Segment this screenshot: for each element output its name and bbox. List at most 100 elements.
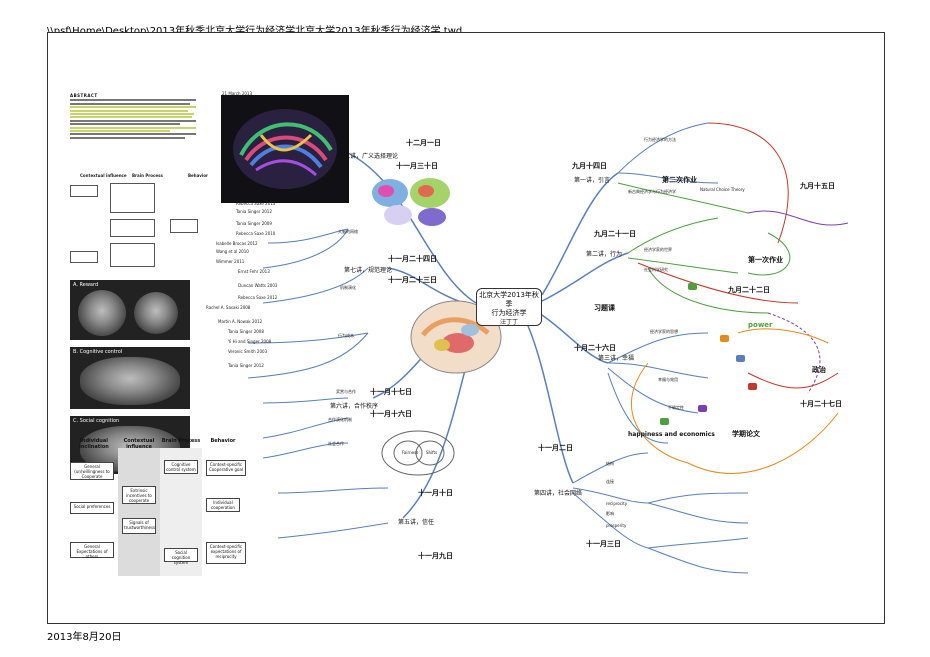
date-oct-27: 十月二十七日 xyxy=(800,400,842,408)
panel-reward: A. Reward xyxy=(70,280,190,340)
note-reciprocity: reciprocity xyxy=(606,501,628,506)
topic-lecture1[interactable]: 第一讲，引言 xyxy=(574,177,611,184)
photo-caption: 21 March 2013 xyxy=(222,91,253,96)
panel-cognitive-control: B. Cognitive control xyxy=(70,347,190,409)
diagram-a-col-behavior: Behavior xyxy=(188,173,209,178)
diagram-a-box xyxy=(110,243,155,267)
topic-review[interactable]: 习题课 xyxy=(594,304,615,312)
date-dec-1: 十二月一日 xyxy=(406,139,441,147)
date-nov-17: 十一月十七日 xyxy=(370,388,412,396)
bd-col-contextual: Contextual influence xyxy=(123,438,155,450)
date-sep-22: 九月二十二日 xyxy=(728,286,770,294)
topic-power[interactable]: power xyxy=(748,321,773,329)
central-topic[interactable]: 北京大学2013年秋季 行为经济学 汪丁丁 xyxy=(476,288,542,326)
note-economists-world: 经济学家的世界 xyxy=(644,247,672,252)
note-social-science: 社会科学研究 xyxy=(644,267,668,272)
paper-abstract-excerpt: ABSTRACT xyxy=(70,93,196,181)
note-saxe-2012: Rebecca Saxe 2012 xyxy=(238,295,278,300)
branch-lecture3 xyxy=(541,314,609,364)
brain-atlas-figure xyxy=(368,173,458,228)
note-hi-singer-2008: Yi Hi and Singer 2008 xyxy=(228,339,272,344)
topic-lecture2[interactable]: 第二讲，行为 xyxy=(586,251,623,258)
bd-box-cognitive-control: Cognitive control system xyxy=(164,460,198,474)
date-sep-14: 九月十四日 xyxy=(572,162,607,170)
people-icon xyxy=(720,335,729,342)
topic-lecture3[interactable]: 第三讲，幸福 xyxy=(598,355,635,362)
topic-lecture4b[interactable]: 第四讲，社会网络 xyxy=(534,490,583,497)
leaf-icon xyxy=(660,418,669,425)
bd-col-individual: Individual inclination xyxy=(79,438,109,450)
date-nov-9: 十一月九日 xyxy=(418,552,453,560)
mindmap-canvas[interactable]: ABSTRACT 21 March 2013 xyxy=(47,32,885,624)
topic-thesis[interactable]: 学期论文 xyxy=(732,430,760,438)
note-uncertainty: 不确定性 xyxy=(668,405,684,410)
note-fehr-2013: Ernst Fehr 2013 xyxy=(238,269,270,274)
topic-politics[interactable]: 政治 xyxy=(812,366,826,374)
abstract-heading: ABSTRACT xyxy=(70,93,98,98)
branch-lecture7 xyxy=(347,152,477,304)
bd-col-brain: Brain Process xyxy=(161,438,201,444)
date-nov-16: 十一月十六日 xyxy=(370,410,412,418)
topic-lecture5[interactable]: 第六讲，合作秩序 xyxy=(330,403,379,410)
topic-lecture4[interactable]: 第五讲，信任 xyxy=(398,519,435,526)
bd-col-behavior: Behavior xyxy=(210,438,236,444)
branch-lecture1 xyxy=(541,172,619,296)
tree-icon xyxy=(688,283,697,290)
topic-lecture6[interactable]: 第七讲，规范理论 xyxy=(344,267,393,274)
note-connection: 连接 xyxy=(606,479,614,484)
flag-icon xyxy=(748,383,757,390)
diagram-cooperation-model: Individual inclination Contextual influe… xyxy=(70,438,290,588)
note-wimmer-2011: Wimmer 2011 xyxy=(216,259,245,264)
branch-lecture2 xyxy=(541,252,629,302)
diagram-a-box xyxy=(110,183,155,213)
central-title-1: 北京大学2013年秋季 xyxy=(479,291,539,308)
note-saxe-2010: Rebecca Saxe 2010 xyxy=(236,231,276,236)
note-brain-network: 大脑的网络 xyxy=(338,229,358,234)
date-oct-26: 十月二十六日 xyxy=(574,344,616,352)
note-methods: 行为经济学的方法 xyxy=(644,137,676,142)
central-title-2: 行为经济学 xyxy=(491,309,527,317)
note-happiness-utility: 幸福与效用 xyxy=(658,377,678,382)
topic-happiness[interactable]: happiness and economics xyxy=(628,431,715,438)
footer-date: 2013年8月20日 xyxy=(47,632,122,643)
note-structure: 结构 xyxy=(606,461,614,466)
note-wang-2010: Wang et al 2010 xyxy=(216,249,249,254)
branch-lecture4b xyxy=(527,325,574,484)
topic-homework1[interactable]: 第一次作业 xyxy=(748,256,783,264)
venn-diagram: Fairness Shifts xyxy=(378,428,458,478)
note-social-cooperation: 社会合作 xyxy=(328,441,344,446)
date-nov-3: 十一月三日 xyxy=(586,540,621,548)
diagram-a-box xyxy=(70,185,98,197)
venn-fairness: Fairness xyxy=(402,450,419,455)
bd-box-social-cognition: Social cognition system xyxy=(164,548,198,565)
topic-homework2[interactable]: 第二次作业 xyxy=(662,176,697,184)
date-nov-2: 十一月二日 xyxy=(538,444,573,452)
note-singer-2009: Tania Singer 2009 xyxy=(236,221,272,226)
brain-tractography-image xyxy=(221,95,349,203)
question-icon xyxy=(698,405,707,412)
bd-box-expectations-reciprocity: Context-specific expectations of recipro… xyxy=(206,542,246,564)
date-nov-24: 十一月二十四日 xyxy=(388,255,437,263)
note-brocas-2012: Isabelle Brocas 2012 xyxy=(216,241,258,246)
diagram-a-box xyxy=(70,251,98,263)
date-nov-30: 十一月三十日 xyxy=(396,162,438,170)
note-behavior-cost: 行为成本 xyxy=(338,333,354,338)
date-nov-23: 十一月二十三日 xyxy=(388,276,437,284)
note-sasaki-2008: Rachel A. Sasaki 2008 xyxy=(206,305,251,310)
venn-shifts: Shifts xyxy=(426,450,438,455)
note-watts-2003: Duncan Watts 2003 xyxy=(238,283,278,288)
note-neoclassical: 新古典经济学与行为经济学 xyxy=(628,189,676,194)
note-singer-2012b: Tania Singer 2012 xyxy=(228,363,264,368)
date-nov-10: 十一月十日 xyxy=(418,489,453,497)
bd-box-individual-cooperation: Individual cooperation xyxy=(206,498,240,512)
note-singer-2008: Tania Singer 2008 xyxy=(228,329,264,334)
bd-box-general-expectations: General Expectations of others xyxy=(70,542,114,559)
chart-icon xyxy=(736,355,745,362)
note-economists-thought: 经济学家的思想 xyxy=(650,329,678,334)
note-prosperity: prosperity xyxy=(606,523,627,528)
date-sep-15: 九月十五日 xyxy=(800,182,835,190)
topic-lecture7[interactable]: 第八讲，广义选择理论 xyxy=(338,153,399,160)
bd-box-general-willingness: General (un)willingness to Cooperate xyxy=(70,462,114,480)
bd-box-extrinsic-incentives: Extrinsic incentives to cooperate xyxy=(122,486,156,504)
date-sep-21: 九月二十一日 xyxy=(594,230,636,238)
